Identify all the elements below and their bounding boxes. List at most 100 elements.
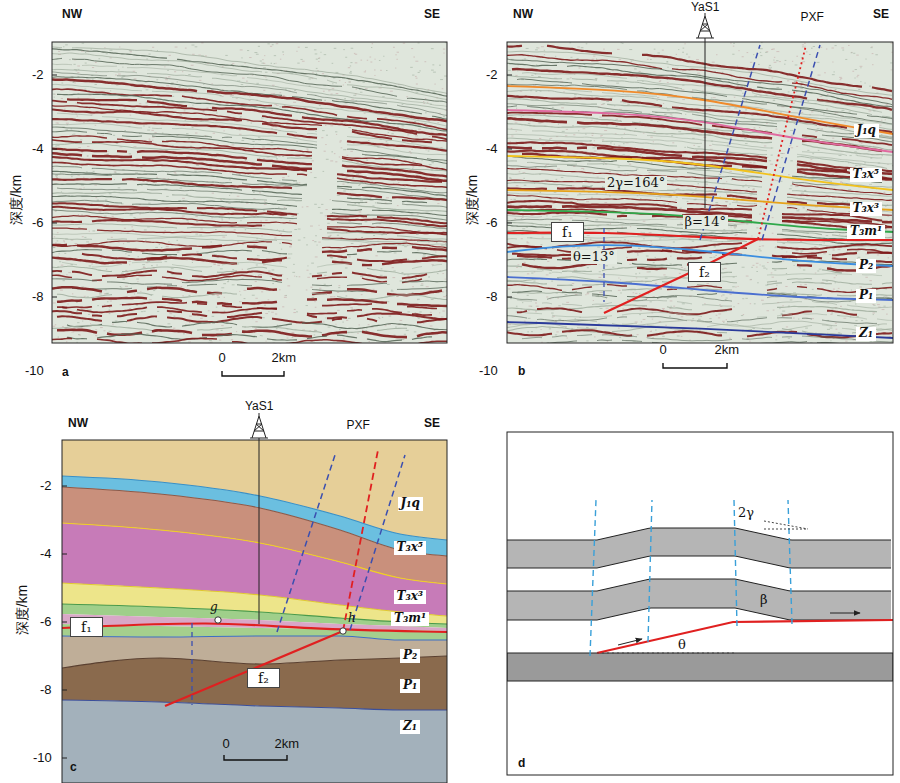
interpreted-line bbox=[62, 487, 447, 556]
interpreted-line bbox=[597, 653, 735, 654]
interpreted-line bbox=[758, 45, 806, 239]
interpreted-line bbox=[62, 476, 447, 540]
interpreted-line bbox=[62, 700, 447, 710]
angle-label: β=14° bbox=[683, 215, 728, 230]
depth-tick: -8 bbox=[32, 290, 44, 305]
fault-tag: f₁ bbox=[551, 222, 584, 242]
interpreted-line bbox=[62, 583, 447, 616]
formation-label: Z₁ bbox=[856, 327, 876, 341]
interpreted-line bbox=[507, 190, 893, 210]
angle-label: β bbox=[760, 593, 768, 608]
tick-mark bbox=[507, 223, 512, 224]
fault-name: PXF bbox=[801, 11, 824, 25]
interpreted-line bbox=[507, 556, 891, 568]
interpreted-line bbox=[62, 623, 447, 632]
geologic-section bbox=[62, 440, 447, 783]
formation-label: T₃x⁵ bbox=[394, 541, 427, 555]
depth-tick: -6 bbox=[486, 216, 498, 231]
well-symbol bbox=[250, 413, 268, 438]
tick-mark bbox=[507, 149, 512, 150]
angle-label: θ=13° bbox=[571, 250, 617, 265]
point-label: g bbox=[210, 601, 218, 615]
formation-label: T₃x⁵ bbox=[850, 168, 883, 182]
fault-tag: f₁ bbox=[70, 617, 103, 637]
interpreted-line bbox=[507, 86, 893, 134]
interpreted-line bbox=[788, 500, 792, 624]
tick-mark bbox=[62, 622, 67, 623]
formation-label: P₂ bbox=[400, 649, 420, 663]
interpreted-line bbox=[648, 500, 652, 642]
interpreted-line bbox=[343, 450, 378, 631]
well-name: YaS1 bbox=[691, 1, 719, 15]
panel-frame bbox=[62, 440, 447, 783]
formation-label: T₃m¹ bbox=[391, 612, 429, 626]
fault-name: f₁ bbox=[81, 619, 92, 635]
fault-name: f₂ bbox=[258, 670, 269, 686]
seismic-section bbox=[507, 42, 893, 343]
point-label: h bbox=[348, 612, 356, 626]
depth-tick: -4 bbox=[486, 142, 498, 157]
formation-label: Z₁ bbox=[400, 720, 420, 734]
formation-label: T₃m¹ bbox=[847, 225, 885, 239]
scale-value: 0 bbox=[660, 343, 667, 358]
point-marker bbox=[340, 628, 346, 634]
fault-tag: f₂ bbox=[688, 262, 721, 282]
direction-label: SE bbox=[424, 417, 440, 431]
depth-tick: -10 bbox=[479, 364, 498, 379]
formation-label: P₁ bbox=[856, 289, 876, 303]
tick-mark bbox=[62, 486, 67, 487]
formation-label: P₁ bbox=[400, 679, 420, 693]
depth-tick: -8 bbox=[40, 683, 52, 698]
interpreted-line bbox=[507, 608, 891, 620]
well-name: YaS1 bbox=[245, 400, 273, 414]
seismic-section bbox=[52, 42, 447, 343]
tick-mark bbox=[52, 223, 57, 224]
tick-mark bbox=[507, 297, 512, 298]
depth-tick: -2 bbox=[40, 479, 52, 494]
depth-tick: -10 bbox=[25, 364, 44, 379]
depth-tick: -4 bbox=[32, 142, 44, 157]
formation-label: J₁q bbox=[854, 124, 879, 138]
tick-mark bbox=[507, 75, 512, 76]
interpreted-line bbox=[604, 239, 758, 313]
interpreted-line bbox=[507, 528, 891, 540]
scale-bar bbox=[222, 371, 284, 376]
panel-letter: d bbox=[518, 757, 525, 771]
interpreted-line bbox=[507, 110, 893, 152]
axis-title: 深度/km bbox=[464, 175, 480, 226]
panel-frame bbox=[52, 42, 447, 343]
panel-frame bbox=[507, 432, 893, 775]
fault-name: f₂ bbox=[699, 264, 710, 280]
formation-label: J₁q bbox=[398, 497, 423, 511]
scale-value: 2km bbox=[275, 737, 300, 752]
scale-bar bbox=[663, 363, 727, 368]
interpreted-line bbox=[597, 620, 893, 653]
interpreted-line bbox=[603, 228, 604, 302]
tick-mark bbox=[62, 554, 67, 555]
tick-mark bbox=[52, 149, 57, 150]
tick-mark bbox=[62, 690, 67, 691]
interpreted-line bbox=[590, 500, 596, 656]
interpreted-line bbox=[507, 156, 893, 190]
direction-label: NW bbox=[62, 8, 82, 22]
panel-letter: c bbox=[70, 761, 77, 775]
interpreted-line bbox=[700, 45, 760, 240]
depth-tick: -6 bbox=[40, 615, 52, 630]
tick-mark bbox=[52, 297, 57, 298]
scale-bar bbox=[224, 755, 287, 760]
depth-tick: -4 bbox=[40, 547, 52, 562]
interpreted-line bbox=[62, 636, 447, 640]
scale-value: 2km bbox=[715, 343, 740, 358]
scale-value: 2km bbox=[272, 351, 297, 366]
depth-tick: -6 bbox=[32, 216, 44, 231]
interpreted-line bbox=[62, 656, 447, 668]
interpreted-line bbox=[507, 322, 893, 338]
panel-letter: a bbox=[62, 366, 69, 380]
scale-value: 0 bbox=[223, 737, 230, 752]
interpreted-line bbox=[764, 521, 808, 529]
fault-name: PXF bbox=[347, 419, 370, 433]
direction-label: SE bbox=[873, 8, 889, 22]
tick-mark bbox=[62, 758, 67, 759]
panel-letter: b bbox=[518, 365, 525, 379]
